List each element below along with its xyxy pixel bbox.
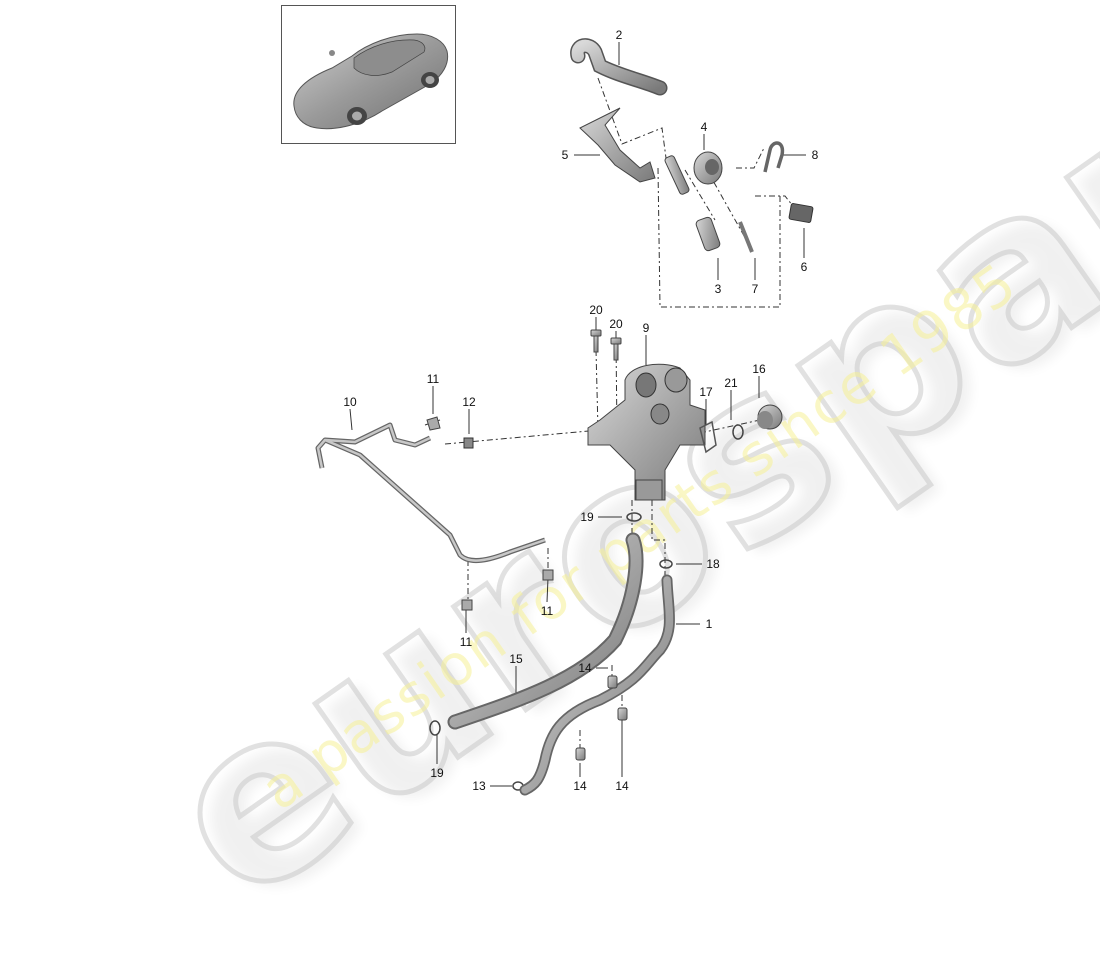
part-19-o-ring bbox=[626, 512, 642, 522]
callout-part-11[interactable]: 11 bbox=[459, 635, 473, 649]
callout-part-20[interactable]: 20 bbox=[609, 317, 623, 331]
part-10-pipe bbox=[315, 422, 546, 564]
vehicle-thumbnail bbox=[281, 5, 456, 144]
callout-part-14[interactable]: 14 bbox=[615, 779, 629, 793]
callout-part-2[interactable]: 2 bbox=[615, 28, 623, 42]
callout-part-1[interactable]: 1 bbox=[705, 617, 713, 631]
callout-part-13[interactable]: 13 bbox=[472, 779, 486, 793]
part-3-sleeve bbox=[695, 216, 721, 252]
part-17-gasket bbox=[699, 420, 717, 454]
callout-part-18[interactable]: 18 bbox=[706, 557, 720, 571]
parts-artwork bbox=[315, 38, 814, 796]
callout-part-20[interactable]: 20 bbox=[589, 303, 603, 317]
part-6-connector bbox=[788, 203, 814, 223]
callout-part-12[interactable]: 12 bbox=[462, 395, 476, 409]
part-5-bracket bbox=[579, 107, 656, 183]
callout-part-14[interactable]: 14 bbox=[578, 661, 592, 675]
callout-part-14[interactable]: 14 bbox=[573, 779, 587, 793]
part-2-hose bbox=[570, 38, 668, 96]
callout-part-15[interactable]: 15 bbox=[509, 652, 523, 666]
callout-part-4[interactable]: 4 bbox=[700, 120, 708, 134]
car-icon bbox=[293, 33, 449, 130]
callout-part-21[interactable]: 21 bbox=[724, 376, 738, 390]
part-11-clips bbox=[426, 416, 554, 611]
parts-diagram: eurospares a passion for parts since 198… bbox=[118, 0, 1100, 954]
part-12-clamp bbox=[463, 437, 474, 449]
part-4-valve bbox=[664, 151, 723, 195]
callout-part-17[interactable]: 17 bbox=[699, 385, 713, 399]
part-8-clip bbox=[763, 141, 785, 173]
callout-part-9[interactable]: 9 bbox=[642, 321, 650, 335]
callout-part-8[interactable]: 8 bbox=[811, 148, 819, 162]
callout-part-19[interactable]: 19 bbox=[430, 766, 444, 780]
part-19-o-ring-2 bbox=[429, 720, 441, 736]
part-20-bolts bbox=[590, 329, 622, 361]
callout-part-19[interactable]: 19 bbox=[580, 510, 594, 524]
part-14-bolts bbox=[575, 675, 628, 761]
callout-part-11[interactable]: 11 bbox=[540, 604, 554, 618]
part-9-thermostat-housing bbox=[587, 363, 706, 501]
callout-part-11[interactable]: 11 bbox=[426, 372, 440, 386]
callout-part-10[interactable]: 10 bbox=[343, 395, 357, 409]
part-7-pin bbox=[738, 221, 754, 253]
callout-part-7[interactable]: 7 bbox=[751, 282, 759, 296]
callout-part-16[interactable]: 16 bbox=[752, 362, 766, 376]
part-16-plug bbox=[757, 404, 783, 430]
callout-part-6[interactable]: 6 bbox=[800, 260, 808, 274]
callout-part-5[interactable]: 5 bbox=[561, 148, 569, 162]
part-21-o-ring bbox=[732, 424, 744, 440]
part-18-o-ring bbox=[659, 559, 673, 569]
callout-part-3[interactable]: 3 bbox=[714, 282, 722, 296]
